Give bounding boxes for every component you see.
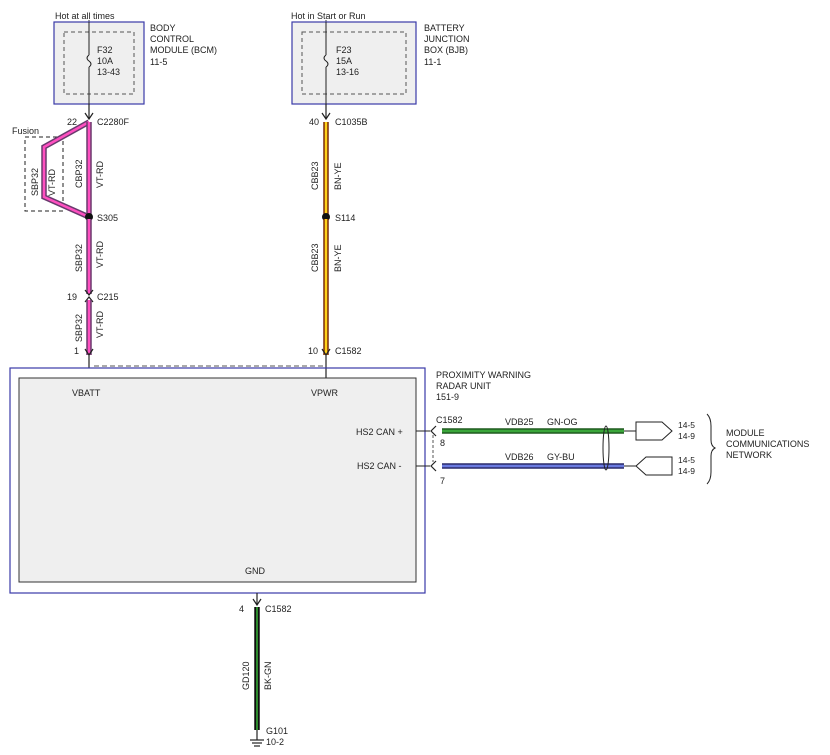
main-wire-color: VT-RD xyxy=(95,160,105,188)
upper-wire-color: BN-YE xyxy=(333,162,343,190)
bjb-feed-label: Hot in Start or Run xyxy=(291,11,366,21)
hi-ref-2: 14-9 xyxy=(678,431,695,441)
bcm-name-line2: CONTROL xyxy=(150,34,194,44)
bjb-name-line2: JUNCTION xyxy=(424,34,470,44)
bcm-name-line3: MODULE (BCM) xyxy=(150,45,217,55)
bcm-fuse-ref: 13-43 xyxy=(97,67,120,77)
lower-circuit-id: CBB23 xyxy=(310,243,320,272)
ground-pin: 4 xyxy=(239,604,244,614)
can-lo-label: HS2 CAN - xyxy=(357,461,402,471)
ground-point: G101 xyxy=(266,726,288,736)
c215-pin: 19 xyxy=(67,292,77,302)
main-circuit-id: CBP32 xyxy=(74,159,84,188)
lower-wire-color: BN-YE xyxy=(333,244,343,272)
bjb-fuse-id: F23 xyxy=(336,45,352,55)
connector-arrow-icon xyxy=(430,425,437,437)
connector-arrow-icon xyxy=(430,460,437,472)
radar-module: PROXIMITY WARNING RADAR UNIT 151-9 VBATT… xyxy=(9,367,531,594)
bcm-page-ref: 11-5 xyxy=(150,57,167,67)
module-page-ref: 151-9 xyxy=(436,392,459,402)
network-connector-tag xyxy=(635,456,673,476)
bracket-icon xyxy=(706,413,717,485)
network-line1: MODULE xyxy=(726,428,765,438)
c1035b-pin: 40 xyxy=(309,117,319,127)
bcm-fuse-rating: 10A xyxy=(97,56,113,66)
can-connector: C1582 xyxy=(436,415,463,425)
hi-ref-1: 14-5 xyxy=(678,420,695,430)
lo-ref-1: 14-5 xyxy=(678,455,695,465)
ground-circuit: 4 C1582 GD120 BK-GN G101 10-2 xyxy=(239,593,292,747)
fuse-icon xyxy=(323,54,329,68)
bcm-fuse-block: Hot at all times F32 10A 13-43 BODY CONT… xyxy=(53,11,217,105)
c215-connector: C215 xyxy=(97,292,119,302)
connector-arrow-icon xyxy=(84,112,94,121)
left-power-circuit: 22 C2280F Fusion SBP32 VT-RD CBP32 VT-RD… xyxy=(12,104,130,368)
module-pin-vbatt: 1 xyxy=(74,346,79,356)
bcm-feed-label: Hot at all times xyxy=(55,11,115,21)
lo-ref-2: 14-9 xyxy=(678,466,695,476)
bjb-fuse-rating: 15A xyxy=(336,56,352,66)
bjb-fuse-block: Hot in Start or Run F23 15A 13-16 BATTER… xyxy=(291,11,470,105)
fusion-label: Fusion xyxy=(12,126,39,136)
can-lo-color: GY-BU xyxy=(547,452,575,462)
fuse-icon xyxy=(86,54,92,68)
connector-arrow-icon xyxy=(321,112,331,121)
ground-wire-color: BK-GN xyxy=(263,661,273,690)
module-pin-vpwr: 10 xyxy=(308,346,318,356)
network-connector-tag xyxy=(635,421,673,441)
lower-wire-color: VT-RD xyxy=(95,240,105,268)
module-name-line1: PROXIMITY WARNING xyxy=(436,370,531,380)
can-hi-pin: 8 xyxy=(440,438,445,448)
bottom-circuit-id: SBP32 xyxy=(74,314,84,342)
network-line2: COMMUNICATIONS xyxy=(726,439,809,449)
c2280f-connector: C2280F xyxy=(97,117,130,127)
lower-circuit-id: SBP32 xyxy=(74,244,84,272)
can-lo-circuit: VDB26 xyxy=(505,452,534,462)
can-hi-label: HS2 CAN + xyxy=(356,427,403,437)
upper-circuit-id: CBB23 xyxy=(310,161,320,190)
network-line3: NETWORK xyxy=(726,450,772,460)
connector-arrow-icon xyxy=(84,289,94,296)
vbatt-label: VBATT xyxy=(72,388,101,398)
vpwr-label: VPWR xyxy=(311,388,339,398)
bcm-fuse-id: F32 xyxy=(97,45,113,55)
can-hi-circuit: VDB25 xyxy=(505,417,534,427)
splice-s114: S114 xyxy=(335,213,355,223)
gnd-label: GND xyxy=(245,566,266,576)
c1035b-connector: C1035B xyxy=(335,117,368,127)
twisted-pair-icon xyxy=(602,425,610,471)
branch-wire-color: VT-RD xyxy=(47,168,57,196)
ground-circuit-id: GD120 xyxy=(241,661,251,690)
module-name-line2: RADAR UNIT xyxy=(436,381,492,391)
c1582-connector-top: C1582 xyxy=(335,346,362,356)
right-power-circuit: 40 C1035B CBB23 BN-YE S114 CBB23 BN-YE 1… xyxy=(308,104,368,378)
splice-s305: S305 xyxy=(97,213,118,223)
ground-page-ref: 10-2 xyxy=(266,737,284,747)
bjb-name-line3: BOX (BJB) xyxy=(424,45,468,55)
bjb-page-ref: 11-1 xyxy=(424,57,441,67)
bjb-fuse-ref: 13-16 xyxy=(336,67,359,77)
can-lo-pin: 7 xyxy=(440,476,445,486)
bjb-name-line1: BATTERY xyxy=(424,23,465,33)
c2280f-pin: 22 xyxy=(67,117,77,127)
connector-arrow-icon xyxy=(252,598,262,607)
ground-connector: C1582 xyxy=(265,604,292,614)
can-bus: C1582 8 7 VDB25 GN-OG VDB26 GY-BU 14-5 1… xyxy=(416,413,809,486)
branch-circuit-id: SBP32 xyxy=(30,168,40,196)
bottom-wire-color: VT-RD xyxy=(95,310,105,338)
bcm-name-line1: BODY xyxy=(150,23,176,33)
can-hi-color: GN-OG xyxy=(547,417,578,427)
